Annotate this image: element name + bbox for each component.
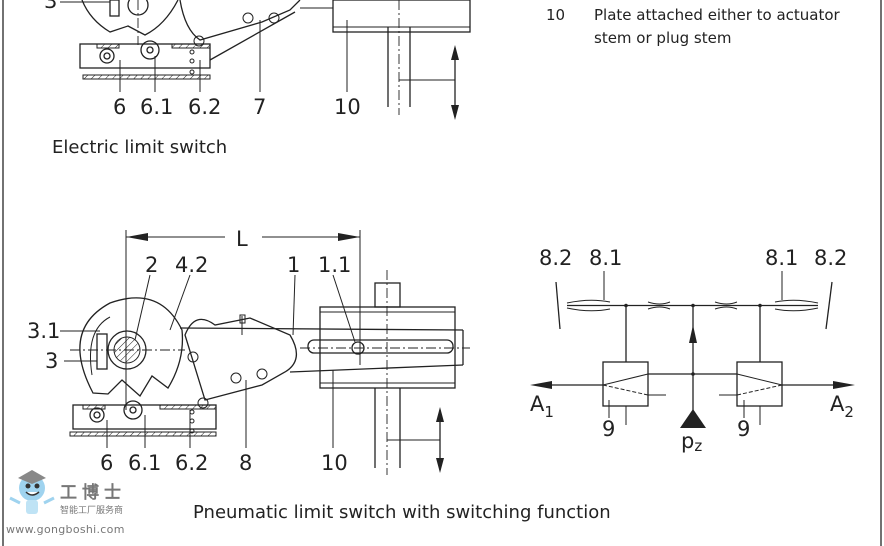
label-7: 7 [253,95,266,119]
label-4-2: 4.2 [175,253,208,277]
label-6: 6 [100,451,113,475]
label-10: 10 [321,451,348,475]
schematic-label-8-1-left: 8.1 [589,246,622,270]
legend-item-text-1: Plate attached either to actuator [594,6,841,24]
label-6-2: 6.2 [175,451,208,475]
label-8: 8 [239,451,252,475]
watermark-brand: 工博士 [60,483,126,503]
supply-subscript: z [694,437,702,455]
output-a1-subscript: 1 [544,403,554,421]
supply-pz-label: pz [681,429,702,455]
electric-limit-switch-drawing [60,0,471,120]
valve-label-9-left: 9 [602,417,615,441]
caption-pneumatic-limit-switch: Pneumatic limit switch with switching fu… [193,502,611,523]
legend-item-text-2: stem or plug stem [594,29,731,47]
output-a2-letter: A [830,392,845,416]
output-a1-label: A1 [530,392,554,421]
watermark-mascot-icon [9,470,55,514]
pneumatic-schematic [530,271,855,428]
output-a2-subscript: 2 [844,403,854,421]
label-3: 3 [45,349,58,373]
watermark-url: www.gongboshi.com [6,523,125,536]
label-6-2-top: 6.2 [188,95,221,119]
output-a2-label: A2 [830,392,854,421]
label-3-1: 3.1 [27,319,60,343]
dimension-label-L: L [236,227,248,251]
label-10-top: 10 [334,95,361,119]
output-a1-letter: A [530,392,545,416]
label-1-1: 1.1 [318,253,351,277]
label-2: 2 [145,253,158,277]
caption-electric-limit-switch: Electric limit switch [52,137,227,158]
schematic-label-8-2-left: 8.2 [539,246,572,270]
valve-label-9-right: 9 [737,417,750,441]
schematic-label-8-1-right: 8.1 [765,246,798,270]
supply-triangle-icon [680,409,706,428]
label-3-top: 3 [44,0,57,13]
pneumatic-limit-switch-drawing [60,230,470,475]
label-1: 1 [287,253,300,277]
label-6-1: 6.1 [128,451,161,475]
schematic-label-8-2-right: 8.2 [814,246,847,270]
supply-letter: p [681,429,694,453]
label-6-top: 6 [113,95,126,119]
watermark-tagline: 智能工厂服务商 [60,506,124,516]
legend-item-number: 10 [546,6,565,24]
label-6-1-top: 6.1 [140,95,173,119]
